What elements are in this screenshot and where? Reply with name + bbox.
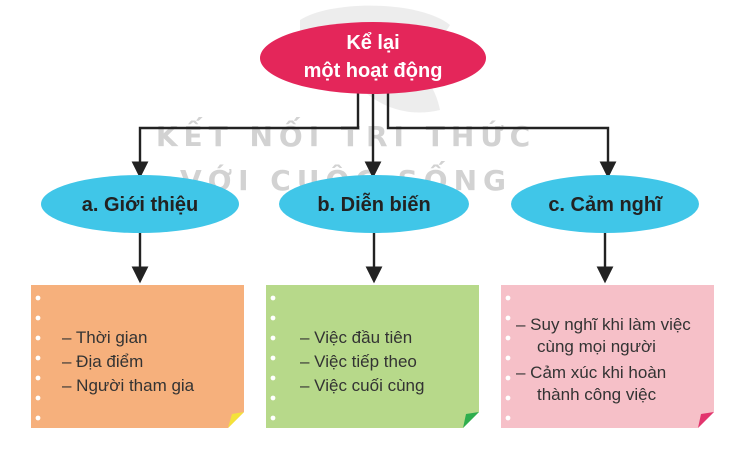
watermark-line-1: KẾT NỐI TRI THỨC [156, 115, 536, 153]
root-title-line-1: Kể lại [346, 32, 399, 54]
note-card-c: – Suy nghĩ khi làm việc cùng mọi người –… [501, 285, 714, 428]
note-a-item-1: – Thời gian [62, 328, 148, 347]
note-card-b: – Việc đầu tiên – Việc tiếp theo – Việc … [266, 285, 479, 428]
branch-label-c: c. Cảm nghĩ [548, 194, 663, 216]
note-holes-b [270, 295, 276, 421]
branch-node-b: b. Diễn biến [279, 175, 469, 233]
note-holes-a [35, 295, 41, 421]
note-c-item-1-continued: cùng mọi người [537, 337, 656, 356]
branch-label-b: b. Diễn biến [317, 192, 430, 216]
branch-node-a: a. Giới thiệu [41, 175, 239, 233]
note-c-item-2: – Cảm xúc khi hoàn [516, 363, 666, 382]
note-a-item-2: – Địa điểm [62, 352, 143, 371]
note-b-item-1: – Việc đầu tiên [300, 328, 412, 347]
note-b-item-2: – Việc tiếp theo [300, 352, 417, 371]
root-node: Kể lại một hoạt động [260, 22, 486, 94]
note-card-a: – Thời gian – Địa điểm – Người tham gia [31, 285, 244, 428]
branch-node-c: c. Cảm nghĩ [511, 175, 699, 233]
connector-root-to-c [386, 88, 617, 179]
note-c-item-1: – Suy nghĩ khi làm việc [516, 315, 691, 334]
connector-root-to-a [131, 88, 360, 179]
branch-label-a: a. Giới thiệu [82, 194, 198, 216]
root-title-line-2: một hoạt động [304, 60, 443, 82]
note-a-item-3: – Người tham gia [62, 376, 195, 395]
connectors [131, 88, 617, 284]
note-c-item-2-continued: thành công việc [537, 385, 657, 404]
note-b-item-3: – Việc cuối cùng [300, 376, 424, 395]
note-holes-c [505, 295, 511, 421]
